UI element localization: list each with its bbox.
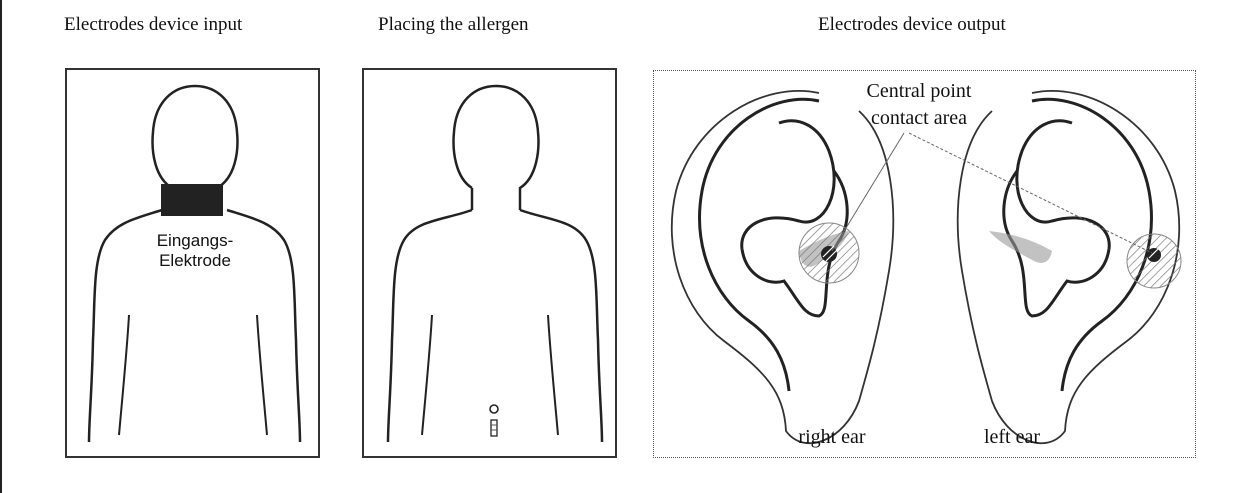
panel-electrode-input: Eingangs- Elektrode — [65, 68, 320, 458]
ear-diagram: Central point contact area right ear lef… — [654, 71, 1197, 459]
panel-allergen-placement — [362, 68, 617, 458]
panel-electrode-output: Central point contact area right ear lef… — [653, 70, 1196, 458]
arm-left-line — [422, 315, 432, 435]
input-electrode-block — [161, 184, 223, 216]
allergen-vial — [491, 420, 497, 436]
left-ear-central-point — [1147, 248, 1161, 262]
torso-left-outline — [388, 210, 472, 442]
allergen-ring — [490, 405, 498, 413]
callout-pointer-left-ear — [909, 133, 1152, 253]
heading-electrodes-output: Electrodes device output — [818, 14, 1006, 36]
right-ear-outer-outline — [672, 91, 893, 443]
head-outline — [454, 86, 539, 210]
arm-right-line — [548, 315, 558, 435]
arm-left-line — [119, 315, 129, 435]
arm-right-line — [257, 315, 267, 435]
callout-label-line1: Central point — [867, 80, 972, 102]
right-ear-central-point — [821, 246, 837, 262]
left-frame-border — [0, 0, 2, 493]
right-ear — [672, 91, 893, 443]
callout-label-line2: contact area — [871, 107, 967, 129]
body-figure-with-electrode: Eingangs- Elektrode — [67, 70, 322, 460]
right-ear-label: right ear — [798, 426, 866, 448]
left-ear-antihelix — [1017, 121, 1109, 249]
heading-electrodes-input: Electrodes device input — [64, 14, 242, 36]
heading-placing-allergen: Placing the allergen — [378, 14, 529, 36]
left-ear-label: left ear — [984, 426, 1040, 448]
electrode-label-line1: Eingangs- — [157, 231, 234, 250]
left-ear — [958, 91, 1181, 443]
torso-right-outline — [520, 210, 602, 442]
electrode-label-line2: Elektrode — [159, 251, 231, 270]
body-figure-with-allergen — [364, 70, 619, 460]
torso-left-outline — [89, 210, 162, 442]
